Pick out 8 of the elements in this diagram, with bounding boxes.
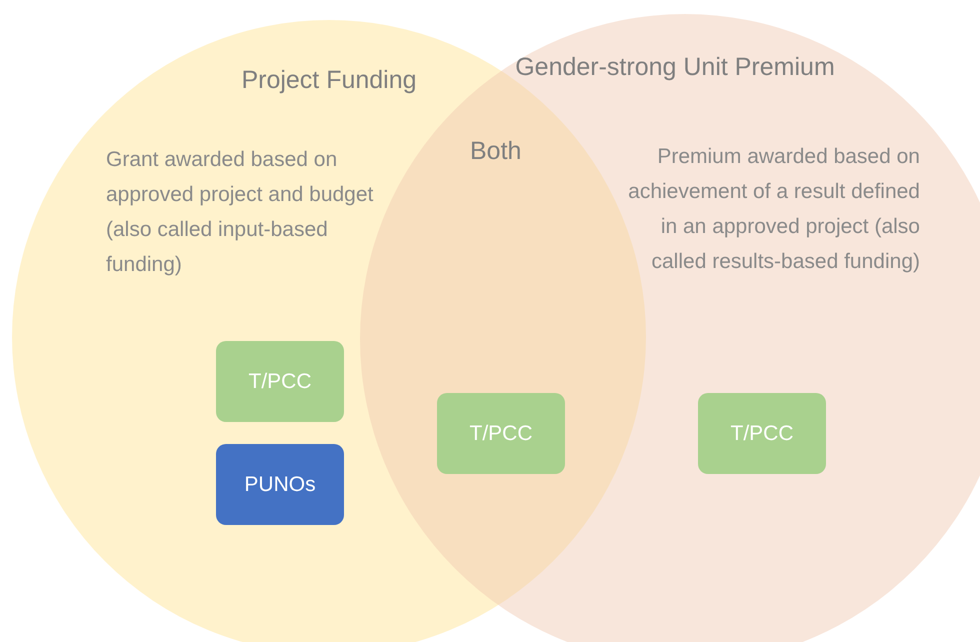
overlap-label: Both (470, 137, 522, 166)
rounded-box: T/PCC (698, 393, 826, 474)
circle-description: Grant awarded based on approved project and budget (also called input-based funding) (106, 147, 374, 278)
rounded-box: T/PCC (216, 341, 344, 422)
rounded-box: PUNOs (216, 444, 344, 525)
circle-description: Premium awarded based on achievement of a result defined in an approved project (also called results-based funding) (627, 144, 920, 275)
circle-heading: Gender-strong Unit Premium (514, 52, 836, 83)
rounded-box: T/PCC (437, 393, 565, 474)
